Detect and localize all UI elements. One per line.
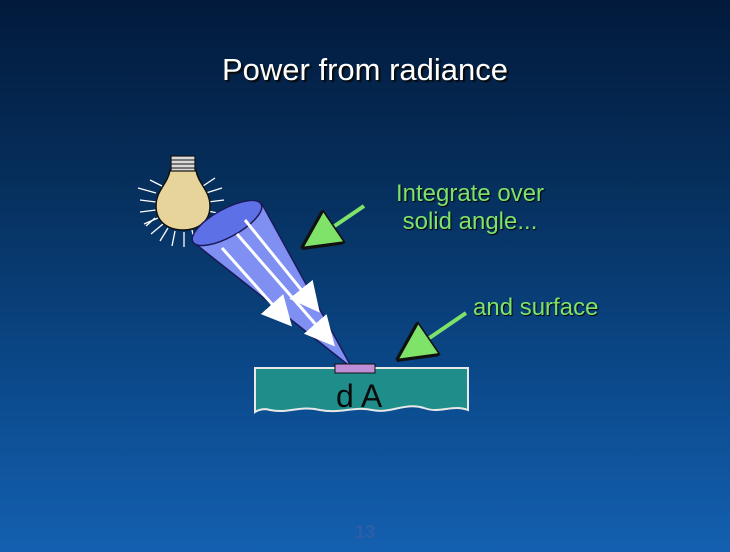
annotation-line-1: Integrate over [380,180,560,208]
solid-angle-annotation: Integrate over solid angle... [380,180,560,236]
area-patch [335,364,375,373]
solid-angle-cone [186,192,352,368]
page-number: 13 [0,522,730,543]
area-label: d A [336,378,382,415]
annotation-line-2: solid angle... [380,208,560,236]
surface-annotation: and surface [473,294,598,322]
arrow-icon [403,313,466,356]
arrow-icon [308,206,364,244]
